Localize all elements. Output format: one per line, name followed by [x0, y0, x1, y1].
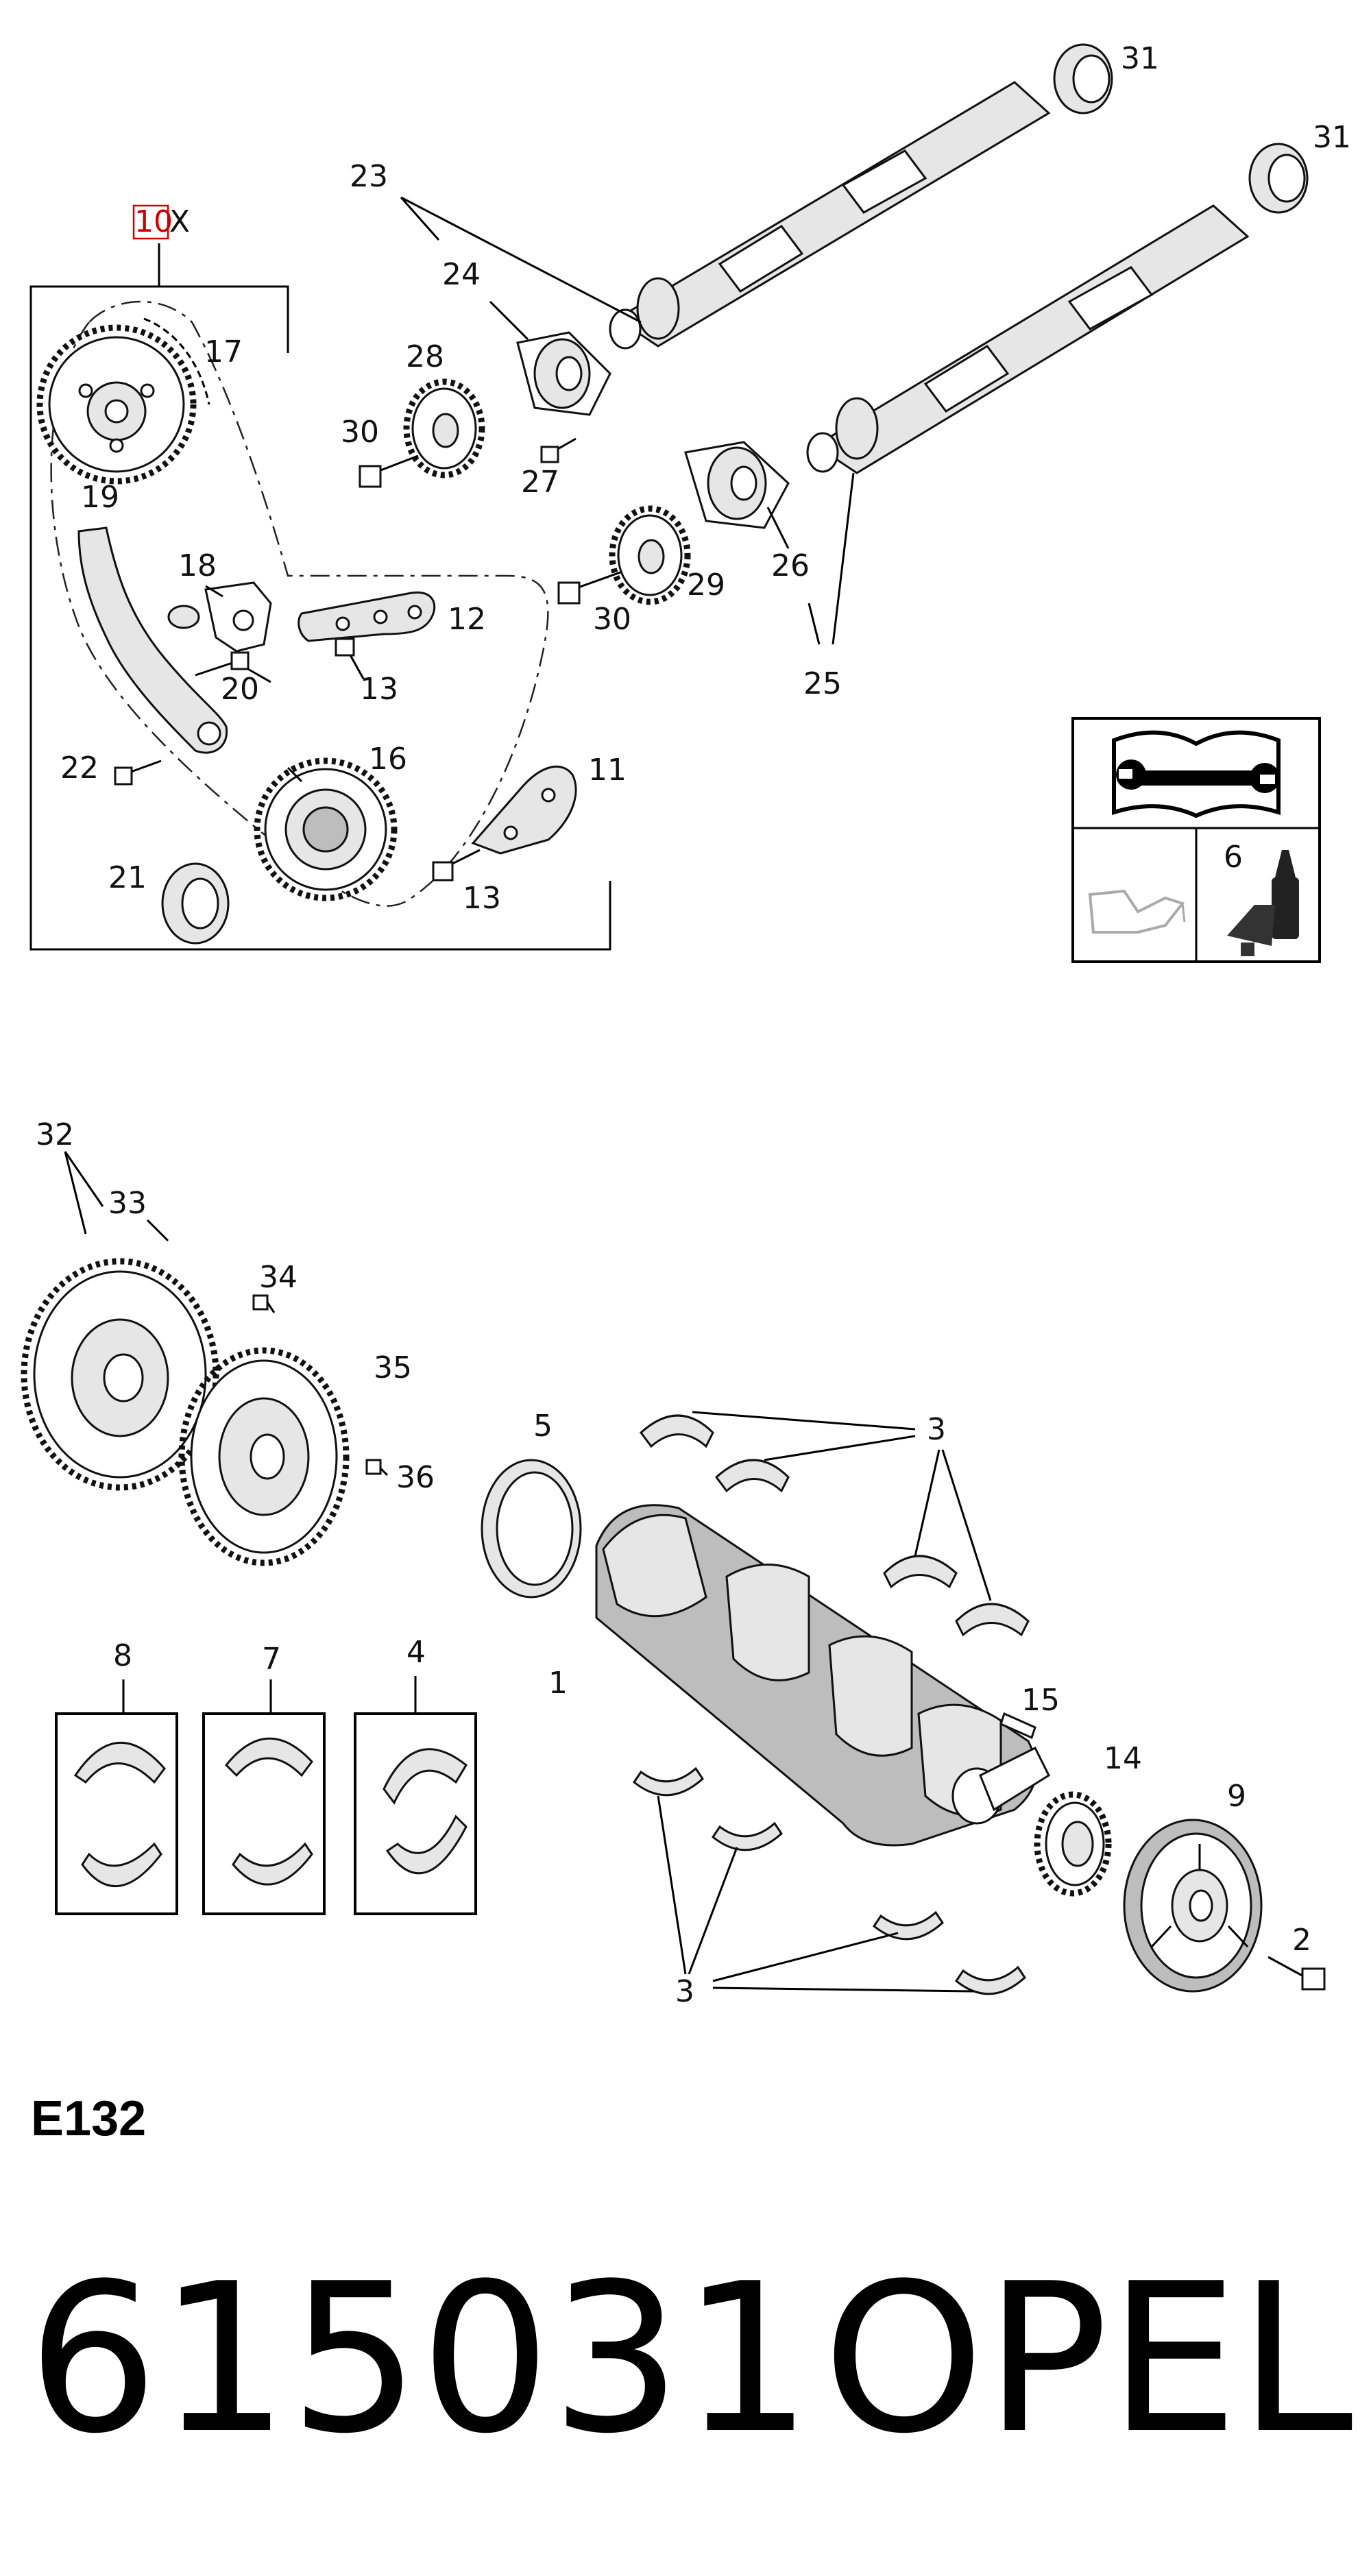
pulley-bolt	[1267, 1956, 1326, 1991]
chain-damper	[471, 765, 577, 855]
group-bracket	[29, 285, 611, 951]
chain-guide-rail	[77, 526, 228, 754]
part-number: 615031	[27, 2239, 812, 2479]
callout-25: 25	[803, 666, 842, 701]
callout-7: 7	[262, 1642, 281, 1677]
gear-29	[609, 505, 691, 605]
callout-13-lower: 13	[463, 881, 501, 916]
symbol-box: 6	[1071, 717, 1321, 963]
callout-labels: 31 31 23 10 X 24 17 28 30 27 19 26 18 29…	[36, 41, 1351, 2009]
bearing-shell-boxes	[55, 1676, 477, 1915]
callout-31-upper: 31	[1121, 41, 1159, 76]
bolt-36	[365, 1459, 389, 1477]
callout-9: 9	[1227, 1779, 1246, 1814]
callout-21: 21	[108, 860, 147, 895]
callout-1: 1	[548, 1666, 568, 1701]
flywheel-dual-mass	[21, 1258, 219, 1491]
bolt-27	[540, 437, 577, 463]
callout-18: 18	[178, 548, 217, 583]
manual-wrench-icon	[1112, 730, 1281, 818]
bolt-13-lower	[432, 849, 481, 882]
bearing-cap-31-lower	[1248, 143, 1309, 214]
bolt-13-upper	[335, 637, 365, 679]
highlight-box-10	[132, 204, 169, 240]
gear-28	[403, 378, 485, 478]
callout-29: 29	[687, 568, 725, 603]
camshaft-sprocket	[36, 317, 210, 485]
callout-33: 33	[108, 1186, 147, 1221]
adjuster-24	[516, 331, 611, 416]
crankshaft-group	[481, 1411, 1326, 1995]
callout-20: 20	[221, 672, 259, 707]
callout-12: 12	[448, 602, 486, 637]
callout-24: 24	[442, 257, 481, 292]
callout-5: 5	[533, 1409, 553, 1444]
crankshaft-sprocket	[254, 757, 398, 901]
callout-30-upper: 30	[341, 415, 379, 450]
leader-23b	[400, 197, 440, 241]
camshaft-group	[359, 43, 1309, 645]
callout-10-x: X	[169, 204, 190, 239]
crank-pulley	[1123, 1819, 1263, 1993]
callout-35: 35	[374, 1350, 412, 1385]
callout-30-lower: 30	[593, 602, 631, 637]
crankshaft	[595, 1504, 1050, 1847]
callout-11: 11	[588, 753, 627, 788]
bearing-cap-31-upper	[1053, 43, 1113, 114]
callout-17: 17	[204, 335, 243, 369]
callout-6: 6	[1224, 840, 1243, 875]
upper-guide-rail	[298, 591, 436, 642]
callout-22: 22	[60, 751, 99, 786]
callout-31-lower: 31	[1313, 120, 1351, 155]
callout-8: 8	[113, 1638, 132, 1673]
callout-3-lower: 3	[675, 1974, 694, 2009]
callout-32: 32	[36, 1117, 74, 1152]
callout-36: 36	[396, 1460, 435, 1495]
figure-code: E132	[31, 2091, 146, 2146]
callout-14: 14	[1104, 1741, 1142, 1776]
sealant-tube-icon	[1227, 850, 1299, 956]
callout-27: 27	[521, 465, 559, 500]
bolt-30-lower	[557, 571, 621, 605]
bolt-34	[252, 1294, 276, 1313]
callout-15: 15	[1021, 1683, 1060, 1718]
callout-26: 26	[771, 548, 810, 583]
callout-16: 16	[369, 742, 407, 777]
callout-2: 2	[1292, 1923, 1311, 1958]
seal-ring	[161, 862, 230, 945]
timing-drive-group	[29, 204, 611, 951]
callout-10: 10	[134, 204, 173, 239]
flywheel	[178, 1347, 350, 1566]
adjuster-26	[684, 441, 790, 529]
callout-4: 4	[407, 1635, 426, 1670]
callout-28: 28	[406, 339, 444, 374]
box-4	[354, 1712, 477, 1915]
bolt-30-upper	[359, 454, 419, 488]
rear-seal	[481, 1459, 582, 1599]
brand-name: OPEL	[823, 2239, 1354, 2479]
camshaft-intake	[806, 204, 1250, 474]
crank-timing-gear	[1034, 1791, 1112, 1897]
oil-can-icon	[1088, 889, 1186, 934]
woodruff-key	[999, 1712, 1036, 1740]
callout-34: 34	[259, 1260, 298, 1295]
callout-13-upper: 13	[360, 672, 398, 707]
leader-23a	[400, 196, 642, 324]
callout-19: 19	[81, 480, 119, 515]
bolt-20	[195, 651, 250, 677]
chain-tensioner	[167, 581, 272, 653]
timing-chain-outline	[50, 300, 549, 907]
callout-23: 23	[350, 159, 388, 194]
bolt-22	[114, 760, 162, 786]
camshaft-exhaust	[609, 81, 1051, 350]
callout-3-upper: 3	[927, 1412, 946, 1447]
flywheel-group	[21, 1151, 389, 1566]
